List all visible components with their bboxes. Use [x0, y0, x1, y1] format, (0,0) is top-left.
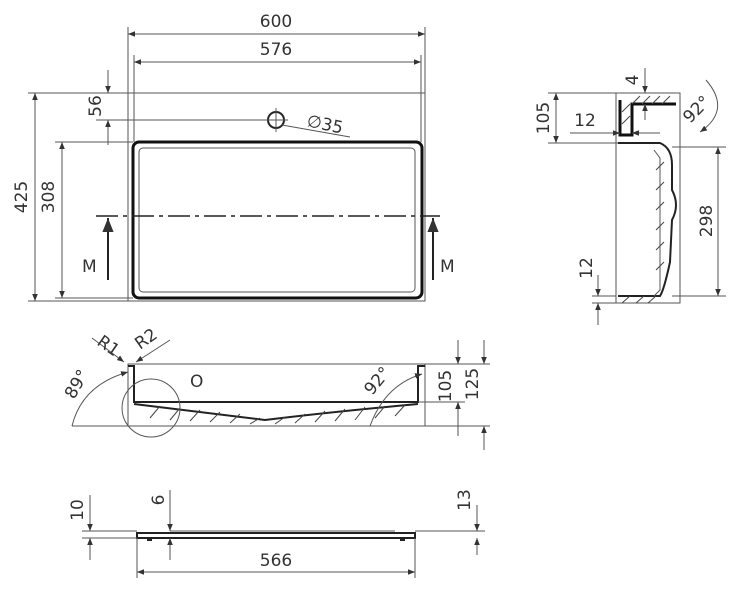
dim-overall-depth: 425	[12, 181, 32, 213]
side-section: 105 4 12 92° 298 12	[534, 68, 726, 325]
dim-bowl-depth: 308	[39, 181, 59, 213]
dim-angle-left: 89°	[61, 366, 93, 402]
basin-outline	[127, 92, 426, 302]
dim-overall-width: 600	[260, 12, 292, 32]
top-view: 600 576 425 308 56 ∅35 M M	[12, 12, 455, 302]
bowl-inner	[138, 147, 416, 293]
dim-front-height-inner: 105	[436, 370, 456, 402]
front-section: O R1 R2 89° 92° 105 125	[61, 325, 490, 450]
dim-side-angle: 92°	[679, 92, 714, 127]
dim-side-rim: 12	[574, 111, 596, 131]
dim-side-inner-depth: 298	[697, 205, 717, 237]
dim-tap-offset: 56	[86, 95, 106, 117]
dim-front-height-outer: 125	[463, 368, 483, 400]
dim-r2: R2	[131, 325, 161, 354]
detail-label: O	[190, 372, 203, 392]
dim-side-height: 105	[534, 102, 554, 134]
dim-base-mid: 6	[149, 495, 169, 506]
base-view: 10 6 13 566	[68, 489, 485, 578]
dim-base-right: 13	[455, 489, 475, 511]
dim-inner-width: 576	[260, 40, 292, 60]
side-hatching	[621, 95, 671, 304]
detail-circle	[121, 378, 181, 438]
dim-side-wall: 4	[623, 75, 643, 86]
dim-side-bottom: 12	[577, 257, 597, 279]
dim-tap-hole: ∅35	[305, 111, 345, 138]
section-label-right: M	[440, 257, 455, 277]
dim-r1: R1	[93, 332, 123, 361]
dim-base-left: 10	[68, 499, 88, 521]
base-plate	[136, 532, 416, 539]
dim-base-width: 566	[260, 551, 292, 571]
front-hatching	[149, 404, 406, 425]
dim-angle-right: 92°	[361, 363, 396, 399]
section-label-left: M	[82, 257, 97, 277]
bowl-outline	[131, 140, 424, 300]
